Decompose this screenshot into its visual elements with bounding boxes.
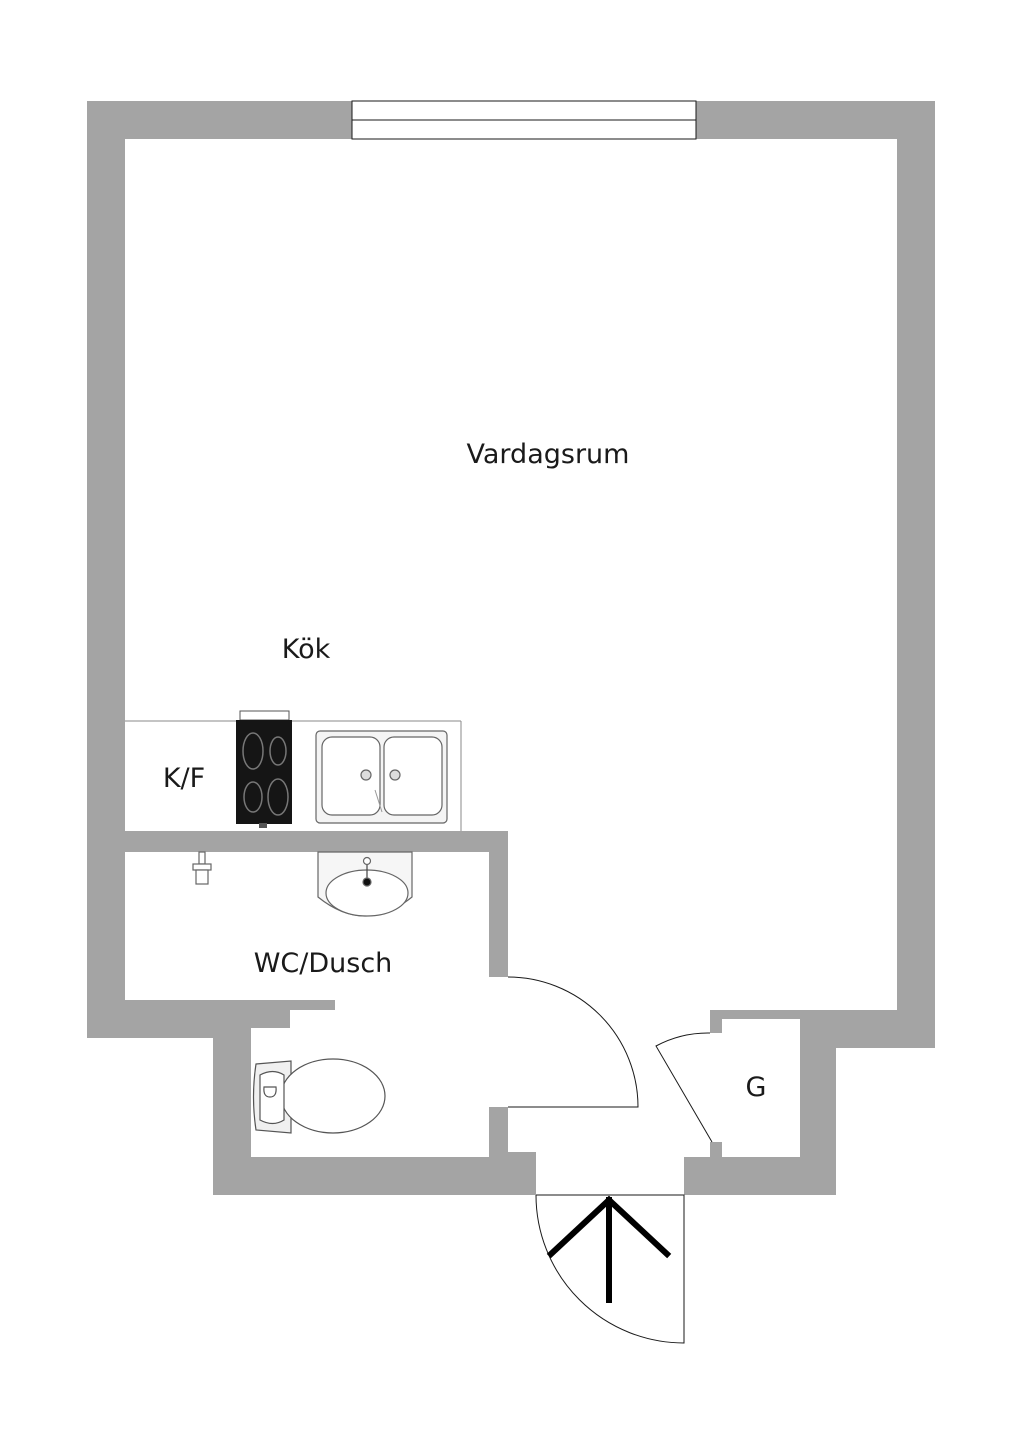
wall-right xyxy=(897,101,935,1048)
label-wc-dusch: WC/Dusch xyxy=(254,948,393,979)
walls xyxy=(87,101,935,1195)
wall-bath-right-upper xyxy=(489,831,508,977)
label-kf: K/F xyxy=(163,763,205,794)
wall-right-lower xyxy=(800,1010,836,1195)
wall-bath-door-jamb xyxy=(508,1152,536,1162)
wardrobe-door xyxy=(655,1032,713,1143)
label-vardagsrum: Vardagsrum xyxy=(467,439,630,470)
wall-top-right xyxy=(696,101,935,139)
bathroom-door xyxy=(507,976,639,1108)
toilet-icon xyxy=(252,1058,386,1134)
stove-icon xyxy=(236,710,292,828)
label-g: G xyxy=(746,1072,767,1103)
wall-bottom-a xyxy=(213,1157,536,1195)
wall-wardrobe-bottom xyxy=(710,1142,722,1157)
wall-left xyxy=(87,101,125,1038)
label-kok: Kök xyxy=(282,634,331,665)
wall-notch xyxy=(251,1000,335,1028)
window xyxy=(351,100,697,140)
washbasin-icon xyxy=(317,851,413,917)
wall-bath-right-lower xyxy=(489,1107,508,1157)
wall-bath-top xyxy=(125,831,508,852)
shower-head-icon xyxy=(192,851,212,885)
wall-top-left xyxy=(87,101,352,139)
doors xyxy=(507,976,713,1344)
wall-right-ledge xyxy=(710,1010,935,1048)
wall-entry-right xyxy=(684,1157,722,1167)
double-sink-icon xyxy=(315,730,448,824)
kitchen-counter xyxy=(125,720,462,831)
entrance-door xyxy=(535,1194,685,1344)
entrance-arrow-icon xyxy=(546,1195,672,1303)
